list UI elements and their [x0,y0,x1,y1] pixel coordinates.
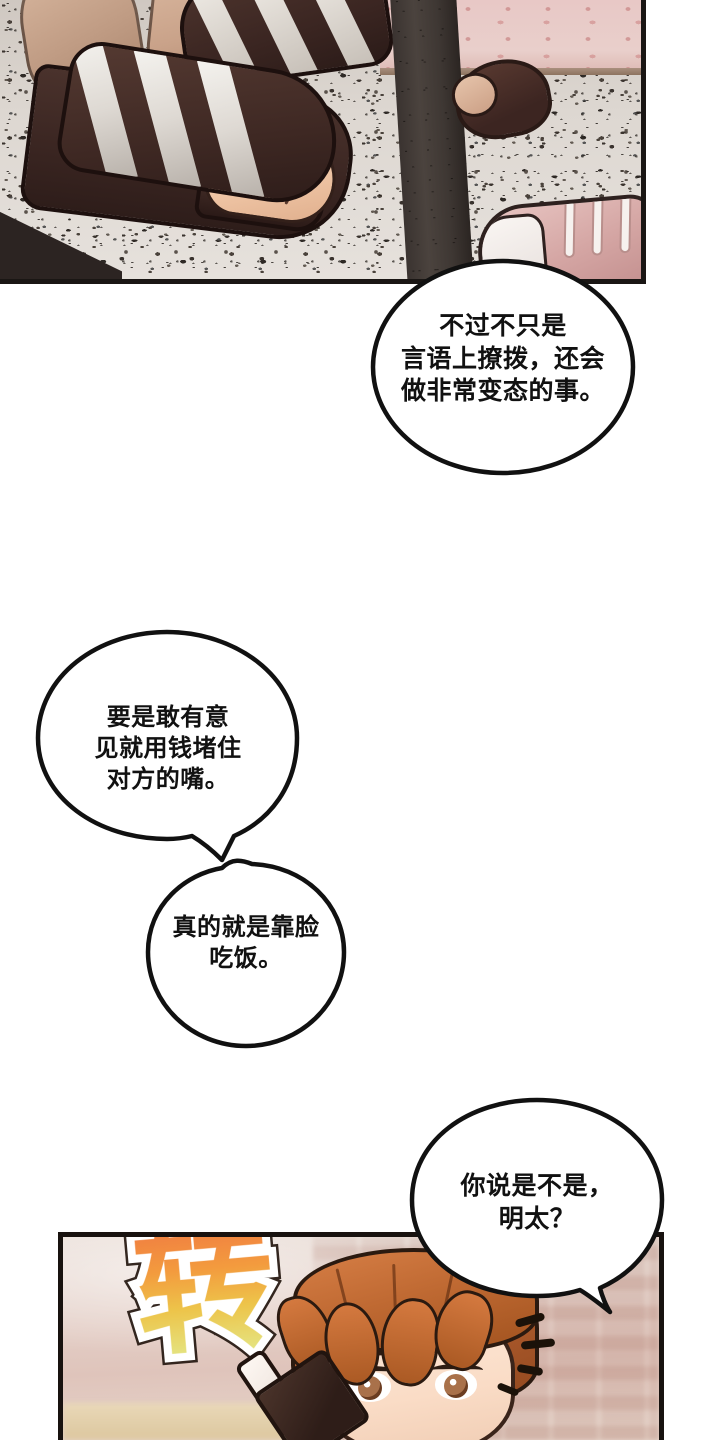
sandal-stripe [133,43,202,195]
sneaker-lace [563,195,576,259]
sneaker-lace [591,193,604,256]
sfx-text-turn: 转 [128,1237,282,1378]
sandal-stripe [196,53,265,205]
speech-bubble-2: 要是敢有意 见就用钱堵住 对方的嘴。 [34,628,302,880]
hair-strand [392,1263,397,1311]
panel-feet-sandals [0,0,646,284]
speech-bubble-1: 不过不只是 言语上撩拨，还会 做非常变态的事。 [370,258,636,476]
panel-top-artwork [0,0,641,279]
speech-bubble-3: 真的就是靠脸 吃饭。 [126,856,366,1052]
sandal-stripe [70,37,138,185]
bubble-1-shape [370,258,636,476]
bubble-2-shape [35,629,300,863]
right-iris [444,1374,468,1398]
bubble-4-shape [409,1097,665,1315]
speech-bubble-4: 你说是不是， 明太？ [406,1096,668,1315]
sneaker-lace [619,192,632,254]
bubble-3-shape [145,858,347,1049]
